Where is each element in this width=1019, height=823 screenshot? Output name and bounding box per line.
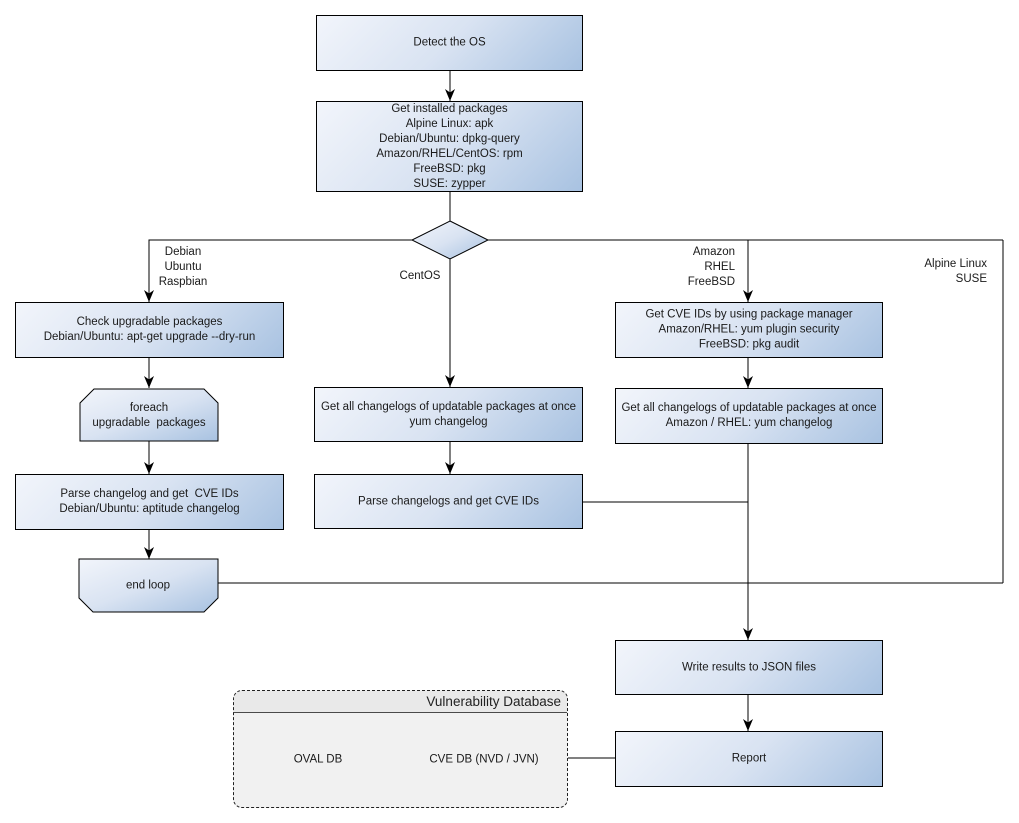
arrowhead bbox=[743, 628, 753, 640]
branch-label-alpine-suse: Alpine Linux SUSE bbox=[924, 258, 987, 285]
node-get-changelogs-centos-label: Get all changelogs of updatable packages… bbox=[320, 400, 577, 428]
foreach-loop-label: foreach upgradable packages bbox=[92, 402, 206, 429]
connector-lines bbox=[148, 71, 1004, 759]
arrowhead bbox=[445, 462, 455, 474]
arrowhead bbox=[144, 376, 154, 388]
node-get-changelogs-centos: Get all changelogs of updatable packages… bbox=[314, 387, 583, 442]
node-check-upgradable-packages-label: Check upgradable packages Debian/Ubuntu:… bbox=[43, 316, 256, 343]
node-detect-os: Detect the OS bbox=[316, 15, 583, 71]
branch-label-centos: CentOS bbox=[399, 270, 441, 282]
node-report: Report bbox=[615, 731, 883, 787]
end-loop-label: end loop bbox=[125, 579, 171, 592]
arrowhead bbox=[144, 462, 154, 474]
node-get-changelogs-amazon-label: Get all changelogs of updatable packages… bbox=[621, 402, 877, 429]
os-decision-diamond bbox=[410, 220, 490, 260]
cve-db-label: CVE DB (NVD / JVN) bbox=[429, 753, 539, 766]
vulnerability-database-title: Vulnerability Database bbox=[426, 694, 561, 709]
arrowhead bbox=[743, 290, 753, 302]
node-get-installed-packages-label: Get installed packages Alpine Linux: apk… bbox=[376, 102, 523, 190]
node-write-results-label: Write results to JSON files bbox=[682, 661, 816, 673]
node-parse-changelog-debian: Parse changelog and get CVE IDs Debian/U… bbox=[15, 474, 284, 530]
node-get-installed-packages: Get installed packages Alpine Linux: apk… bbox=[316, 101, 583, 192]
arrowhead bbox=[743, 719, 753, 731]
oval-db-label: OVAL DB bbox=[293, 753, 343, 766]
arrowhead bbox=[445, 375, 455, 387]
edge-decision-to-check-upgradable bbox=[148, 239, 412, 302]
node-detect-os-label: Detect the OS bbox=[413, 36, 486, 49]
arrowhead bbox=[144, 290, 154, 302]
arrowhead bbox=[144, 547, 154, 559]
branch-label-debian: Debian Ubuntu Raspbian bbox=[158, 246, 208, 288]
node-parse-changelogs-centos-label: Parse changelogs and get CVE IDs bbox=[358, 495, 539, 507]
node-get-cve-ids-package-manager-label: Get CVE IDs by using package manager Ama… bbox=[645, 308, 853, 351]
node-check-upgradable-packages: Check upgradable packages Debian/Ubuntu:… bbox=[15, 302, 284, 358]
vulnerability-database-titlebar: Vulnerability Database bbox=[234, 691, 567, 713]
node-parse-changelogs-centos: Parse changelogs and get CVE IDs bbox=[314, 474, 583, 529]
foreach-loop-shape bbox=[79, 388, 219, 442]
arrowheads bbox=[144, 89, 753, 731]
node-parse-changelog-debian-label: Parse changelog and get CVE IDs Debian/U… bbox=[59, 488, 240, 515]
end-loop-shape bbox=[78, 558, 219, 613]
branch-label-amazon-rhel-freebsd: Amazon RHEL FreeBSD bbox=[687, 246, 735, 288]
arrowhead bbox=[743, 376, 753, 388]
node-write-results: Write results to JSON files bbox=[615, 640, 883, 695]
node-report-label: Report bbox=[731, 752, 767, 765]
arrowhead bbox=[445, 89, 455, 101]
vulnerability-database-container: Vulnerability Database bbox=[233, 690, 568, 808]
node-get-changelogs-amazon: Get all changelogs of updatable packages… bbox=[615, 388, 883, 444]
node-get-cve-ids-package-manager: Get CVE IDs by using package manager Ama… bbox=[615, 302, 883, 358]
